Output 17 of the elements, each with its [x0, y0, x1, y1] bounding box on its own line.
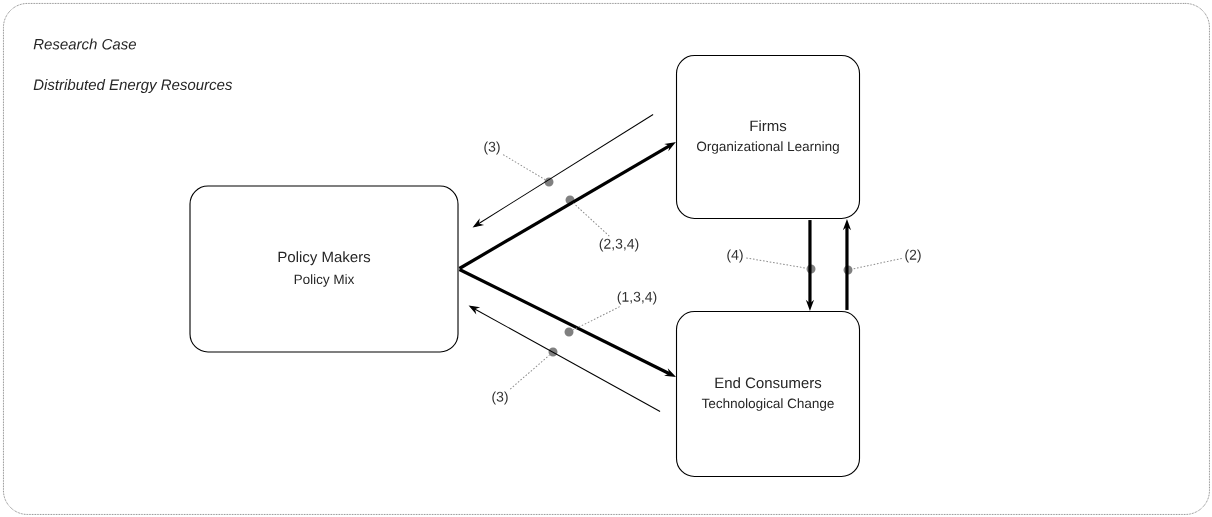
leader-line: [502, 154, 546, 181]
leader-line: [852, 257, 903, 270]
actor-box: Firms Organizational Learning: [675, 54, 861, 220]
leader-line: [572, 202, 610, 237]
case-number: (4): [727, 249, 743, 263]
arrow: [469, 305, 661, 412]
arrow: [473, 114, 654, 228]
case-number: (3): [492, 391, 508, 405]
case-number: (2,3,4): [599, 238, 639, 252]
case-number: (1,3,4): [617, 291, 657, 305]
case-number: (3): [484, 141, 500, 155]
leader-line: [509, 354, 550, 390]
case-number: (2): [905, 249, 921, 263]
leader-line: [572, 306, 621, 331]
actor-box: Policy Makers Policy Mix: [189, 185, 459, 353]
actor-box: End Consumers Technological Change: [675, 310, 861, 478]
leader-line: [745, 257, 807, 269]
